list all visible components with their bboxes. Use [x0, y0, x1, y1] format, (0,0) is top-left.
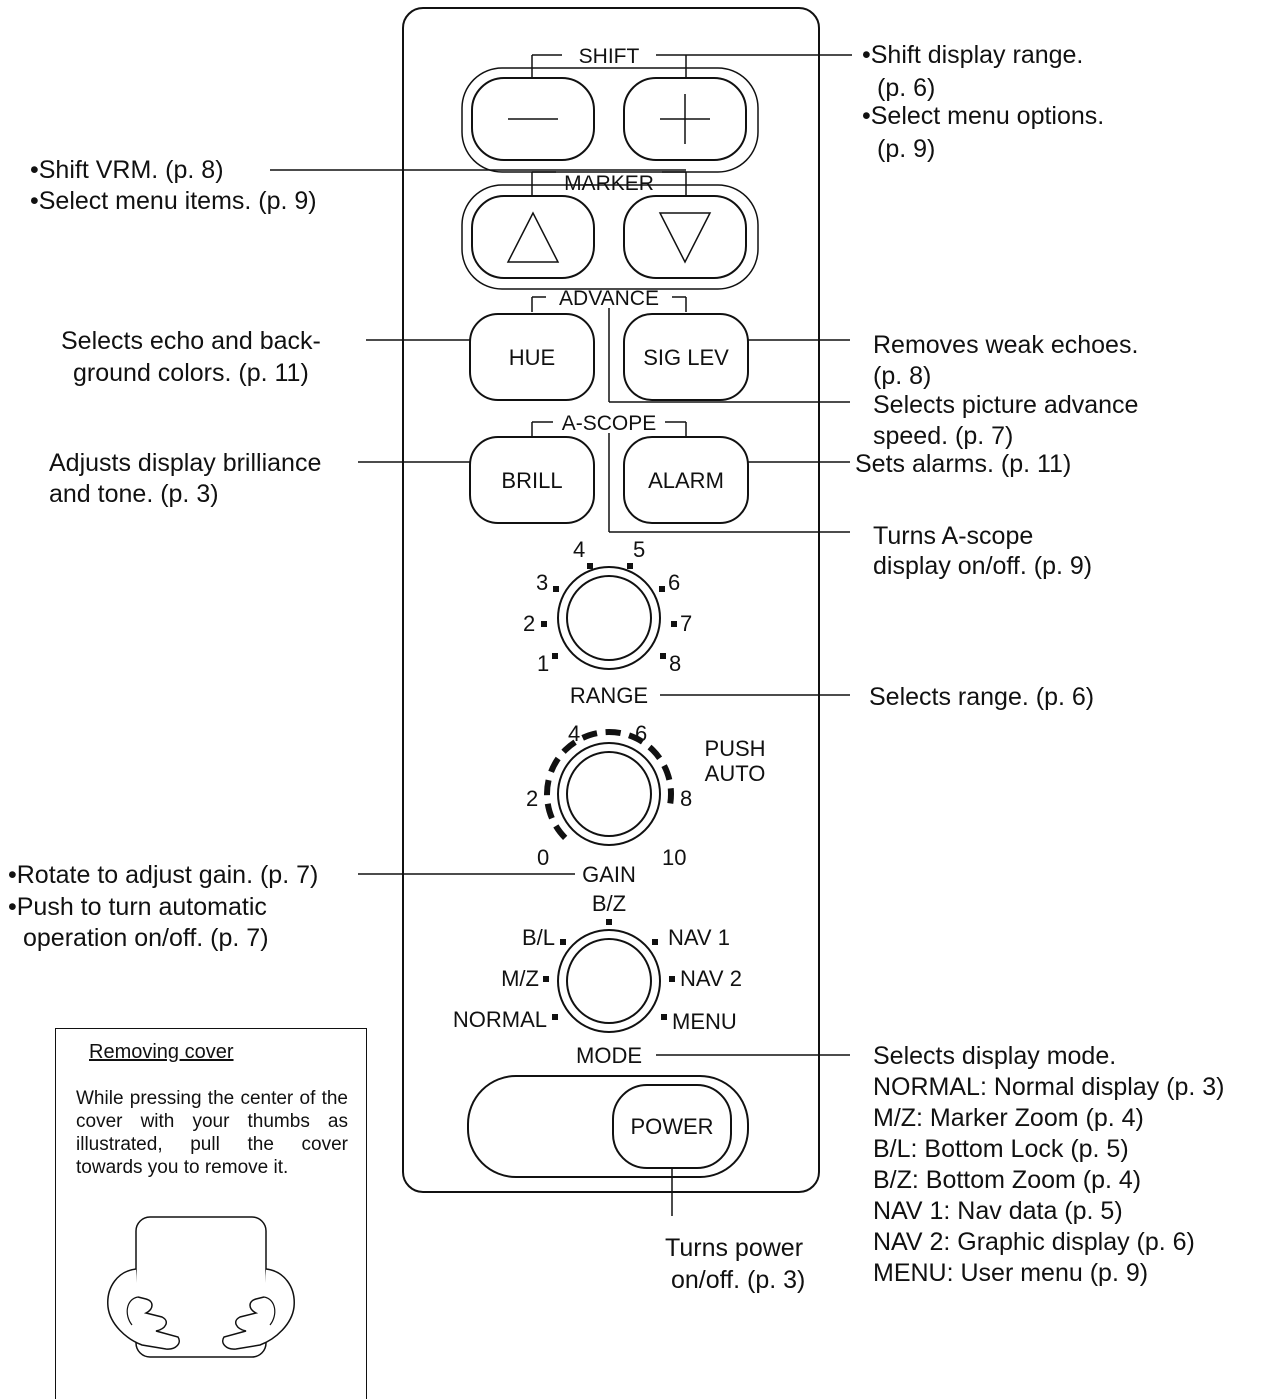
range-pos-1: 1 — [537, 651, 549, 676]
gain-tick-6: 6 — [635, 721, 647, 746]
callout-sig-2: (p. 8) — [873, 362, 931, 390]
hue-button-label: HUE — [509, 345, 555, 370]
triangle-down-icon — [658, 212, 712, 264]
gain-tick-0: 0 — [537, 845, 549, 870]
callout-mode: Selects display mode. NORMAL: Normal dis… — [873, 1042, 1224, 1287]
callout-gain-1: •Rotate to adjust gain. (p. 7) — [8, 861, 318, 889]
brill-button-label: BRILL — [501, 468, 562, 493]
marker-group-outline — [461, 184, 759, 290]
callout-shift-vrm: •Shift VRM. (p. 8) — [30, 156, 224, 184]
callout-ascope-1: Turns A-scope — [873, 522, 1033, 550]
shift-group-outline — [461, 67, 759, 173]
gain-tick-10: 10 — [662, 845, 686, 870]
callout-power-2: on/off. (p. 3) — [671, 1266, 805, 1294]
advance-label: ADVANCE — [559, 287, 659, 310]
gain-label: GAIN — [582, 862, 636, 887]
callout-select-items: •Select menu items. (p. 9) — [30, 187, 317, 215]
callout-select-options-1: •Select menu options. — [862, 102, 1104, 130]
range-pos-5: 5 — [633, 537, 645, 562]
sig-lev-button[interactable] — [623, 313, 749, 401]
auto-label: AUTO — [705, 761, 766, 786]
marker-up-button[interactable] — [471, 195, 595, 279]
mode-pos-mz: M/Z — [501, 966, 539, 991]
marker-label: MARKER — [564, 172, 654, 195]
power-button-label: POWER — [630, 1114, 713, 1139]
sig-lev-button-label: SIG LEV — [643, 345, 729, 370]
alarm-button[interactable] — [623, 436, 749, 524]
removing-cover-box: Removing cover While pressing the center… — [55, 1028, 367, 1399]
mode-pos-nav2: NAV 2 — [680, 966, 742, 991]
gain-tick-4: 4 — [568, 721, 580, 746]
range-label: RANGE — [570, 683, 648, 708]
gain-knob[interactable] — [557, 742, 661, 846]
range-ticks — [541, 563, 677, 659]
range-pos-3: 3 — [536, 570, 548, 595]
hands-cover-icon — [107, 1216, 295, 1358]
callout-range: Selects range. (p. 6) — [869, 683, 1094, 711]
triangle-up-icon — [506, 211, 560, 263]
leader-lines — [270, 54, 852, 1216]
mode-pos-menu: MENU — [672, 1009, 737, 1034]
marker-down-button[interactable] — [623, 195, 747, 279]
range-knob[interactable] — [557, 566, 661, 670]
mode-ticks — [543, 919, 675, 1020]
range-pos-7: 7 — [680, 611, 692, 636]
callout-brill-2: and tone. (p. 3) — [49, 480, 219, 508]
callout-mode-line: NAV 1: Nav data (p. 5) — [873, 1197, 1123, 1225]
callout-hue-1: Selects echo and back- — [61, 327, 321, 355]
cover-box-title: Removing cover — [89, 1041, 234, 1063]
callout-mode-line: M/Z: Marker Zoom (p. 4) — [873, 1104, 1144, 1132]
ascope-label: A-SCOPE — [562, 412, 657, 435]
callout-power-1: Turns power — [665, 1234, 803, 1262]
gain-tick-8: 8 — [680, 786, 692, 811]
shift-label: SHIFT — [579, 45, 640, 68]
mode-pos-normal: NORMAL — [453, 1007, 547, 1032]
callout-mode-line: NORMAL: Normal display (p. 3) — [873, 1073, 1224, 1101]
range-pos-4: 4 — [573, 537, 585, 562]
gain-scale-arc — [544, 729, 674, 859]
range-pos-6: 6 — [668, 570, 680, 595]
mode-pos-nav1: NAV 1 — [668, 925, 730, 950]
callout-mode-line: B/L: Bottom Lock (p. 5) — [873, 1135, 1129, 1163]
brill-button[interactable] — [469, 436, 595, 524]
mode-pos-bl: B/L — [522, 925, 555, 950]
callout-mode-line: NAV 2: Graphic display (p. 6) — [873, 1228, 1195, 1256]
mode-knob[interactable] — [557, 929, 661, 1033]
mode-label: MODE — [576, 1043, 642, 1068]
range-pos-8: 8 — [669, 651, 681, 676]
plus-icon — [660, 94, 710, 144]
callout-shift-range-1: •Shift display range. — [862, 41, 1083, 69]
callout-alarm: Sets alarms. (p. 11) — [855, 450, 1071, 478]
gain-tick-2: 2 — [526, 786, 538, 811]
alarm-button-label: ALARM — [648, 468, 724, 493]
hue-button[interactable] — [469, 313, 595, 401]
callout-advance-2: speed. (p. 7) — [873, 422, 1013, 450]
callout-gain-3: operation on/off. (p. 7) — [23, 924, 269, 952]
callout-mode-line: Selects display mode. — [873, 1042, 1116, 1070]
cover-box-text: While pressing the center of the cover w… — [76, 1088, 348, 1178]
mode-pos-bz: B/Z — [592, 891, 626, 916]
range-pos-2: 2 — [523, 611, 535, 636]
push-label: PUSH — [704, 736, 765, 761]
callout-advance-1: Selects picture advance — [873, 391, 1138, 419]
callout-sig-1: Removes weak echoes. — [873, 331, 1138, 359]
callout-brill-1: Adjusts display brilliance — [49, 449, 321, 477]
callout-ascope-2: display on/off. (p. 9) — [873, 552, 1092, 580]
callout-hue-2: ground colors. (p. 11) — [73, 359, 309, 387]
callout-mode-line: B/Z: Bottom Zoom (p. 4) — [873, 1166, 1141, 1194]
callout-select-options-2: (p. 9) — [877, 135, 935, 163]
callout-shift-range-2: (p. 6) — [877, 74, 935, 102]
callout-mode-line: MENU: User menu (p. 9) — [873, 1259, 1148, 1287]
callout-gain-2: •Push to turn automatic — [8, 893, 267, 921]
